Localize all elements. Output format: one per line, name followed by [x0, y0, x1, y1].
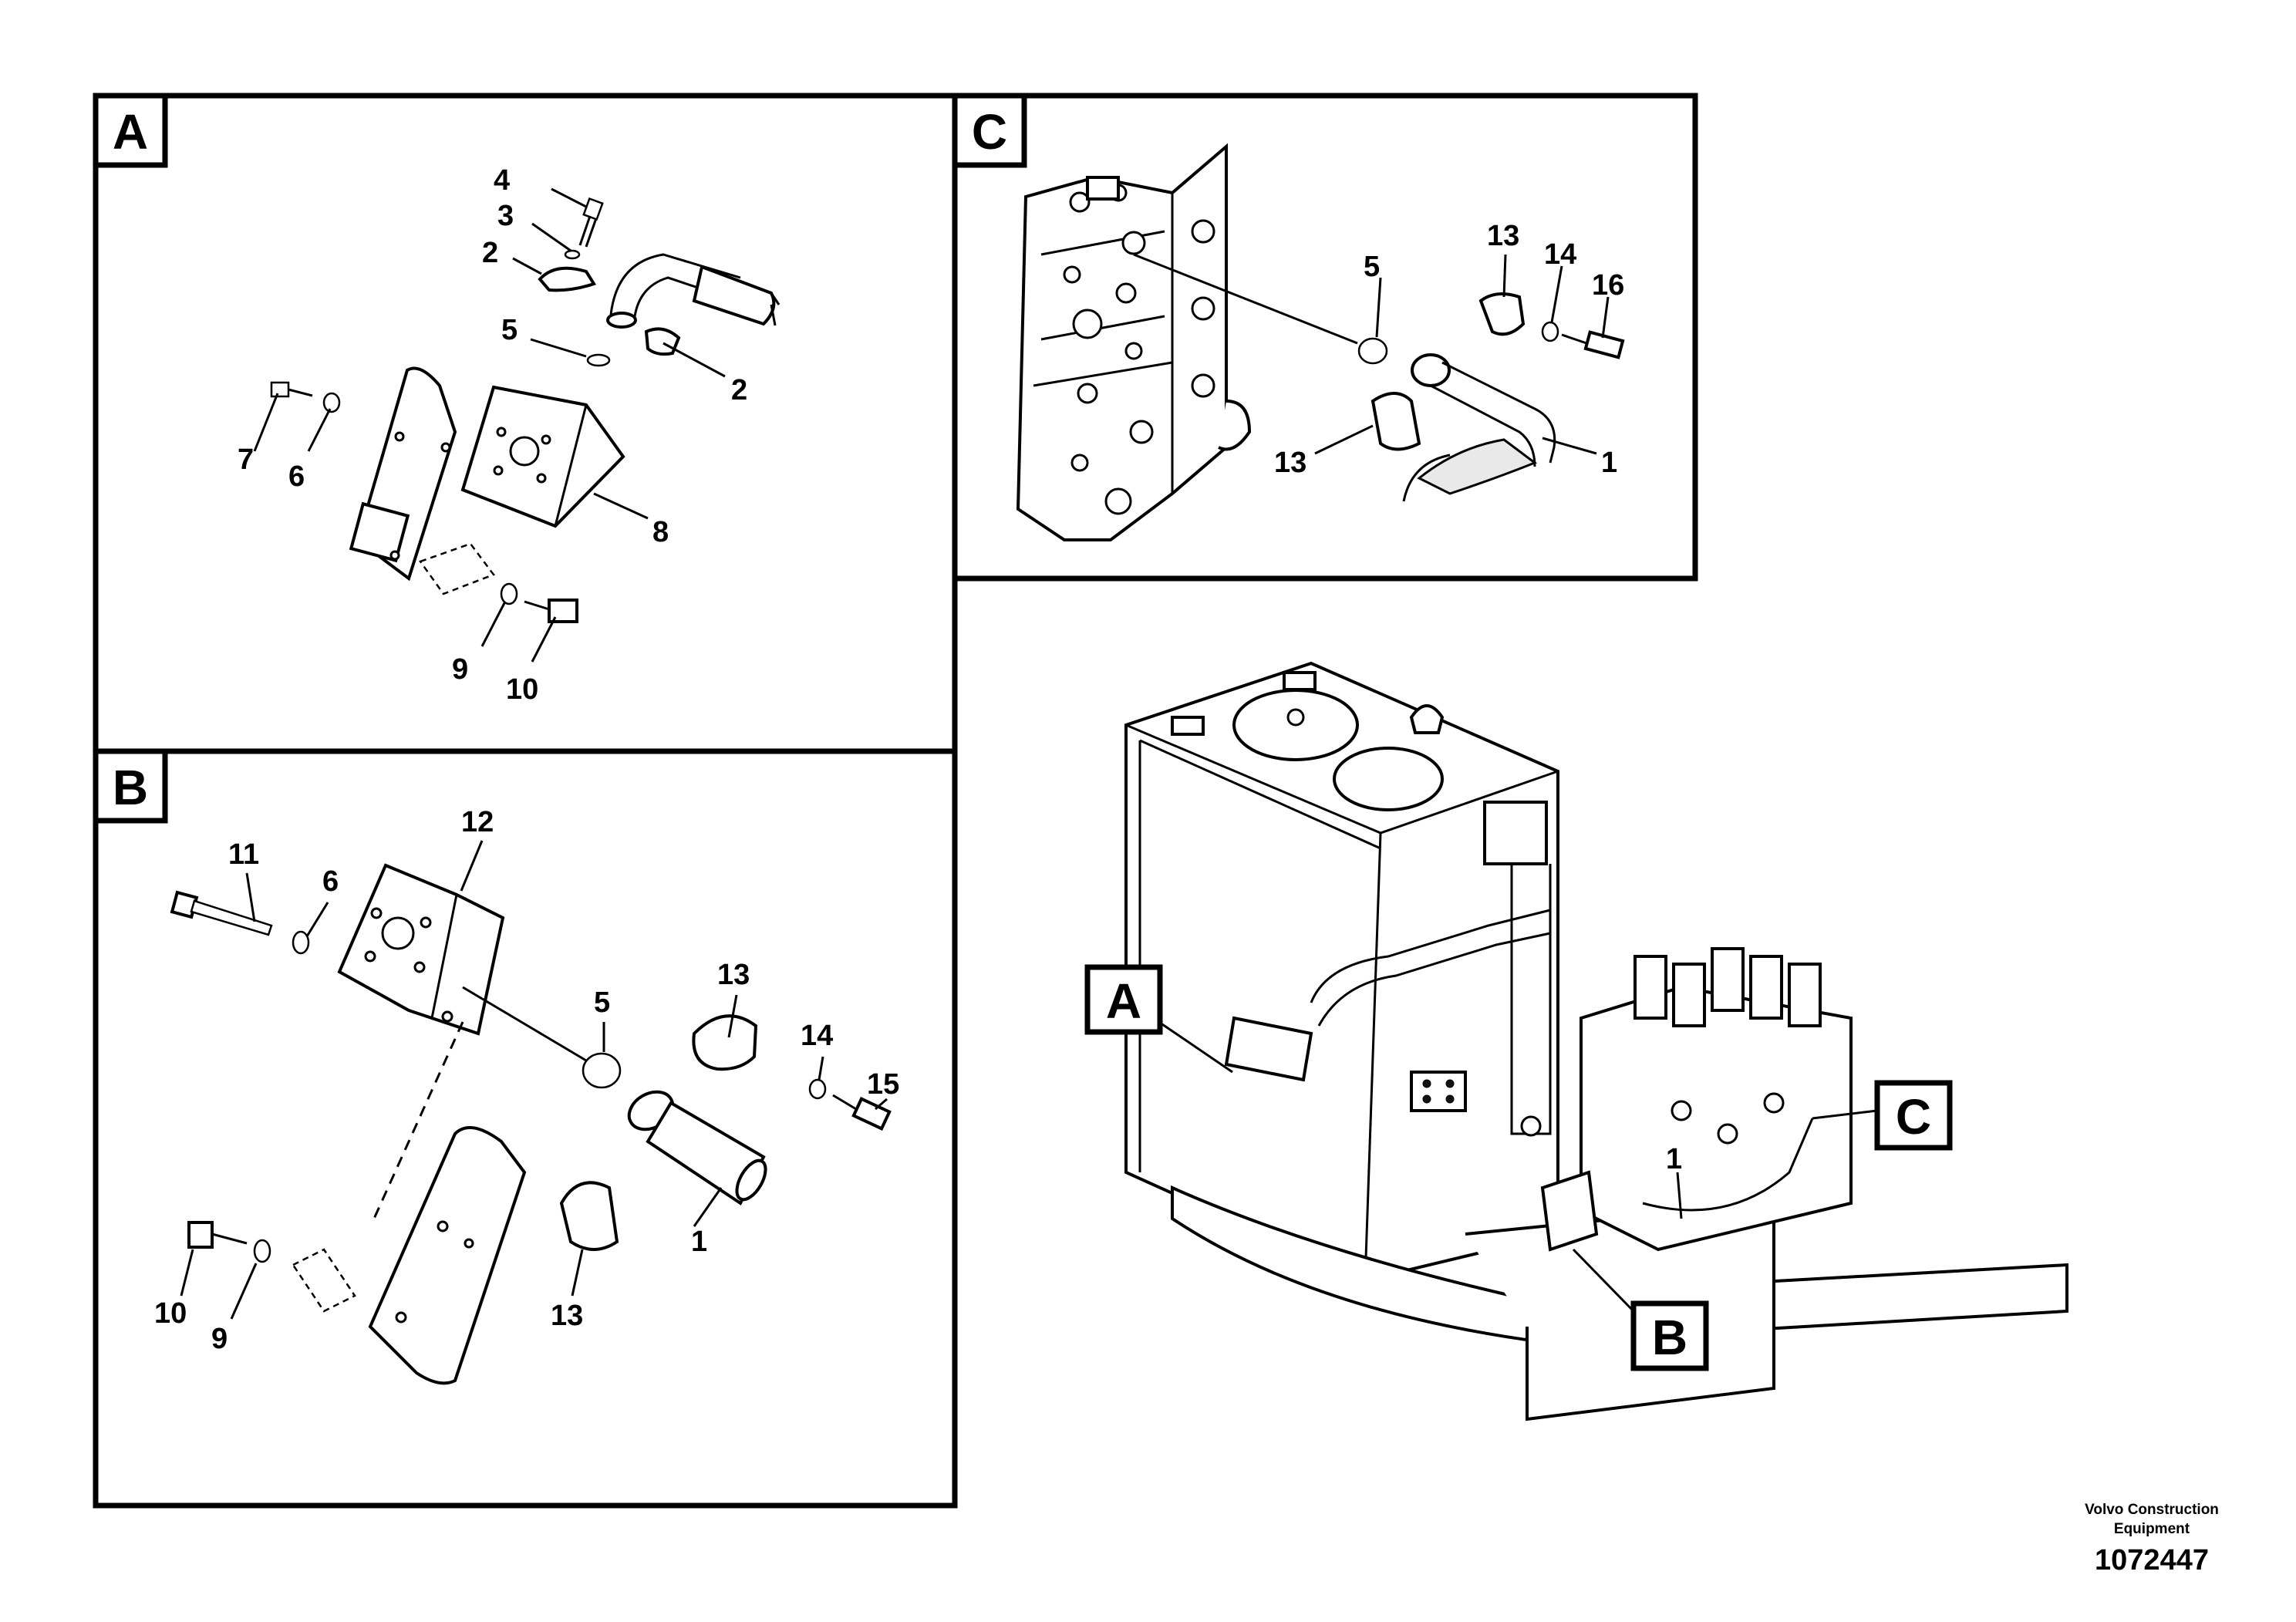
- panel-b-label: 12: [461, 806, 494, 838]
- washer-9-drawing: [500, 582, 518, 605]
- bolt-4-drawing: [578, 197, 604, 248]
- clamp-2-lower-drawing: [644, 327, 681, 356]
- overview-label: 1: [1666, 1143, 1682, 1175]
- panel-c-frame: [952, 93, 1698, 582]
- panel-a-label: 7: [238, 443, 254, 476]
- panel-b-label: 13: [551, 1300, 583, 1332]
- washer-3-drawing: [564, 249, 581, 260]
- panel-b: B: [93, 748, 958, 1509]
- spacer-plate-b-drawing: [292, 1248, 356, 1313]
- panel-a-label: 5: [501, 314, 518, 346]
- panel-a-label: 4: [494, 164, 510, 197]
- washer-14-b-drawing: [808, 1078, 827, 1100]
- flange-pipe-drawing: [627, 1090, 767, 1206]
- pipe-1-c-drawing: [1402, 353, 1556, 502]
- drawing-number: 1072447: [2095, 1544, 2209, 1576]
- callout-c-box: [1874, 1080, 1953, 1151]
- bolt-7-drawing: [270, 381, 290, 398]
- panel-b-leaders: [180, 840, 888, 1320]
- bracket-plate-a-drawing: [349, 366, 457, 582]
- panel-b-label: 14: [801, 1020, 833, 1052]
- panel-b-label: 6: [322, 865, 339, 898]
- panel-c-label: 14: [1544, 238, 1576, 271]
- panel-a-label: 2: [731, 374, 747, 406]
- panel-b-frame: [93, 748, 958, 1509]
- panel-a-label: 2: [482, 237, 498, 269]
- panel-b-label: 10: [154, 1297, 187, 1330]
- panel-b-tag: B: [113, 760, 148, 815]
- control-valve-drawing: [1580, 947, 1853, 1252]
- panel-b-label: 15: [867, 1068, 899, 1101]
- panel-c-label: 5: [1364, 251, 1380, 283]
- bracket-plate-b-drawing: [368, 1126, 527, 1385]
- block-12-drawing: [337, 863, 505, 1036]
- callout-b: B: [1652, 1310, 1687, 1365]
- overview-assembly: A B C 1: [1084, 661, 2068, 1421]
- panel-a-label: 8: [652, 516, 669, 548]
- clamp-13-c-upper-drawing: [1478, 292, 1526, 336]
- washer-9-b-drawing: [253, 1239, 271, 1263]
- clamp-2-upper-drawing: [538, 266, 597, 292]
- panel-c-label: 1: [1601, 447, 1617, 479]
- elbow-pipe-drawing: [606, 253, 781, 329]
- block-8-drawing: [460, 385, 625, 528]
- panel-b-label: 9: [211, 1323, 228, 1355]
- panel-b-label: 11: [228, 838, 259, 871]
- callout-c: C: [1896, 1089, 1931, 1145]
- bolt-15-drawing: [832, 1094, 892, 1131]
- callout-b-box: [1630, 1300, 1709, 1371]
- panel-a-tag-box: [93, 93, 168, 168]
- valve-body-c-drawing: [1016, 143, 1252, 541]
- panel-c-label: 16: [1592, 269, 1624, 302]
- panel-a-leaders: [253, 187, 777, 663]
- oring-5-drawing: [586, 353, 611, 367]
- panel-c-leaders: [1314, 254, 1610, 455]
- panel-c-label: 13: [1274, 447, 1306, 479]
- panel-c-tag-box: [952, 93, 1027, 168]
- panel-b-label: 5: [594, 986, 610, 1019]
- washer-14-c-drawing: [1541, 321, 1559, 342]
- oring-5-c-drawing: [1357, 337, 1388, 365]
- oring-5-b-drawing: [582, 1052, 622, 1089]
- panel-b-tag-box: [93, 748, 168, 824]
- washer-6-b-drawing: [292, 930, 310, 955]
- bolt-16-drawing: [1561, 330, 1625, 359]
- spacer-plate-drawing: [419, 542, 495, 595]
- panel-c-label: 13: [1487, 220, 1519, 252]
- panel-a-label: 3: [497, 200, 514, 232]
- panel-c-tag: C: [972, 104, 1007, 160]
- panel-b-label: 13: [717, 959, 750, 991]
- brand-line-2: Equipment: [2113, 1521, 2190, 1537]
- bolt-11-drawing: [170, 890, 273, 936]
- hydraulic-tank-drawing: [1124, 661, 1559, 1283]
- callout-a: A: [1106, 973, 1141, 1029]
- panel-a-label: 9: [452, 653, 468, 686]
- panel-a-label: 6: [288, 460, 305, 493]
- brand-line-1: Volvo Construction: [2085, 1502, 2219, 1518]
- panel-a-tag: A: [113, 104, 148, 160]
- clamp-13-lower-drawing: [559, 1181, 619, 1251]
- panel-a-label: 10: [506, 673, 538, 706]
- clamp-13-upper-drawing: [692, 1014, 758, 1071]
- bolt-10-drawing: [524, 599, 578, 623]
- panel-a: A: [93, 93, 958, 754]
- bolt-10-b-drawing: [187, 1221, 248, 1249]
- clamp-13-c-lower-drawing: [1371, 392, 1421, 451]
- panel-b-label: 1: [691, 1226, 707, 1258]
- panel-c: C: [952, 93, 1698, 582]
- washer-6-drawing: [322, 392, 341, 413]
- callout-a-box: [1084, 964, 1163, 1035]
